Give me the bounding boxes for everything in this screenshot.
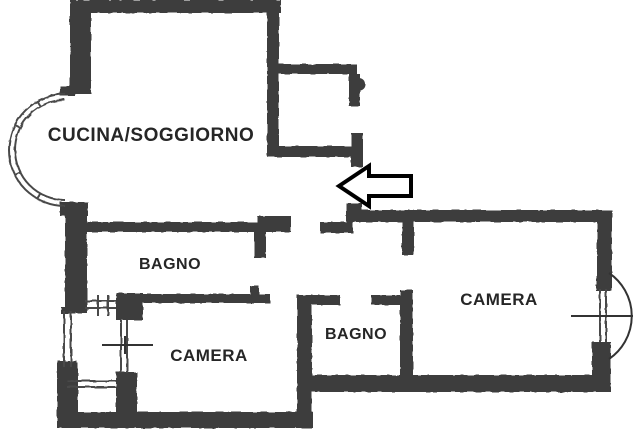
wall-left-upper [70,0,91,94]
room-label-bathroom-2: BAGNO [324,326,388,343]
wall-bath1-right-stub [250,286,259,296]
wall-alcove-bottom [267,146,355,157]
wall-left-mid [65,205,87,313]
thin-symbols [8,93,607,388]
bay-window-icon [8,93,66,207]
room-label-bedroom-2: CAMERA [460,290,538,309]
wall-right-wing-top [346,210,612,222]
wall-pier-lower [116,372,137,417]
wall-bath1-top-end [257,216,291,232]
door-hinge-bump [353,78,365,90]
wall-bed1-top [116,294,270,303]
wall-alcove-top [279,64,357,74]
room-label-bathroom-1: BAGNO [138,256,202,273]
wall-bottom-left [57,412,313,428]
door-symbols [102,272,633,360]
window-tick [596,285,612,291]
left-window-icon [63,311,72,367]
wall-pier [116,293,143,320]
closet-divider [67,380,116,388]
wall-bath2-top-left [297,295,340,305]
wall-right-lower [592,342,611,382]
wall-kitchen-right [267,0,279,155]
wall-alcove-stub [349,74,360,106]
wall-bath1-right [254,232,266,258]
closet-door-symbol [102,336,153,354]
wall-bath2-top-right [371,295,409,305]
wall-right-upper [597,217,612,289]
bay-end-top [60,86,75,96]
wall-hall-stub [320,222,353,233]
balcony-door-swing-icon [571,272,633,360]
room-label-bedroom-1: CAMERA [170,346,248,365]
closet-partition [120,320,128,373]
walls [57,0,612,428]
window-tick [61,307,76,314]
entrance-arrow-icon [335,162,413,210]
wall-left-lower [57,363,78,419]
wall-step-vertical [297,297,312,427]
wall-top [70,0,281,13]
wall-bath2-right [400,290,413,385]
room-label-kitchen-living: CUCINA/SOGGIORNO [47,125,255,146]
transom-window-icon [85,295,116,316]
wall-bath1-top [83,222,290,232]
window-tick [58,361,77,368]
wall-bed2-left-stub [402,218,414,255]
wall-bottom-right [311,375,611,392]
wall-alcove-endcap [351,133,363,167]
